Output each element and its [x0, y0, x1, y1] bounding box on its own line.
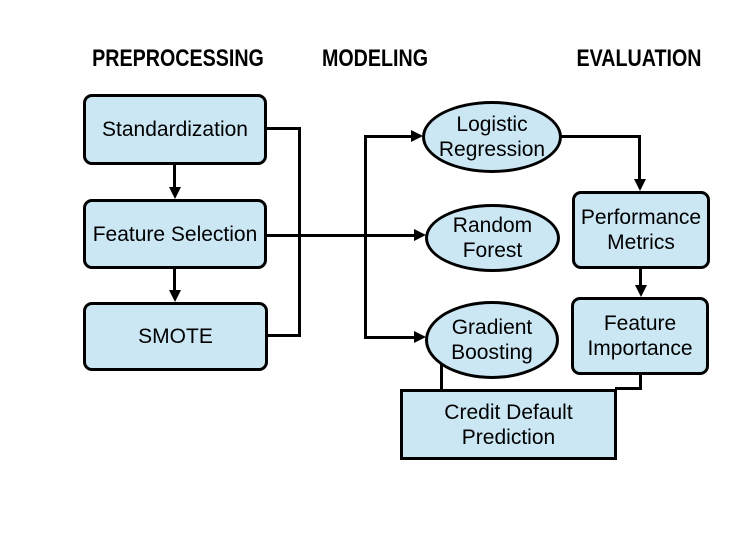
node-performance-metrics: Performance Metrics — [572, 191, 710, 269]
node-feature-selection-label: Feature Selection — [92, 222, 258, 246]
edge-models-branch — [364, 135, 367, 339]
edge-logistic-performance-h — [560, 135, 641, 138]
edge-standardization-feature-selection — [173, 163, 176, 189]
header-modeling: MODELING — [321, 45, 429, 72]
node-feature-importance-label: Feature Importance — [587, 312, 693, 360]
edge-standardization-out — [265, 127, 301, 130]
node-performance-metrics-label: Performance Metrics — [580, 206, 702, 254]
node-gradient-boosting: Gradient Boosting — [425, 301, 559, 379]
edge-branch-logistic — [364, 135, 412, 138]
header-evaluation: EVALUATION — [576, 45, 702, 72]
node-feature-selection: Feature Selection — [83, 199, 267, 269]
node-random-forest: Random Forest — [425, 204, 560, 272]
edge-feature-importance-credit-h — [615, 387, 641, 390]
arrowhead-random-forest — [414, 229, 426, 241]
edge-gradient-credit — [440, 358, 443, 390]
node-feature-importance: Feature Importance — [571, 297, 709, 375]
node-credit-default-prediction: Credit Default Prediction — [400, 389, 617, 460]
node-gradient-boosting-label: Gradient Boosting — [451, 316, 533, 364]
node-random-forest-label: Random Forest — [452, 214, 533, 262]
node-logistic-regression: Logistic Regression — [422, 101, 562, 173]
edge-logistic-performance-v — [638, 135, 641, 180]
edge-branch-gradient — [364, 336, 414, 339]
edge-feature-importance-credit-v — [639, 373, 642, 390]
arrowhead-gradient-boosting — [414, 331, 426, 343]
node-logistic-regression-label: Logistic Regression — [438, 113, 546, 161]
node-credit-default-prediction-label: Credit Default Prediction — [444, 400, 573, 449]
edge-trunk-to-models — [265, 234, 415, 237]
arrowhead-smote — [169, 290, 181, 302]
header-preprocessing: PREPROCESSING — [92, 45, 264, 72]
node-smote-label: SMOTE — [138, 325, 213, 348]
node-standardization: Standardization — [83, 94, 267, 165]
arrowhead-feature-selection — [169, 187, 181, 199]
arrowhead-feature-importance — [635, 285, 647, 297]
node-smote: SMOTE — [83, 302, 268, 371]
edge-smote-out — [265, 334, 301, 337]
arrowhead-performance-metrics — [634, 179, 646, 191]
edge-preprocessing-bracket — [298, 127, 301, 337]
arrowhead-logistic-regression — [411, 130, 423, 142]
edge-performance-feature-importance — [639, 267, 642, 286]
node-standardization-label: Standardization — [102, 118, 248, 141]
edge-feature-selection-smote — [173, 267, 176, 291]
